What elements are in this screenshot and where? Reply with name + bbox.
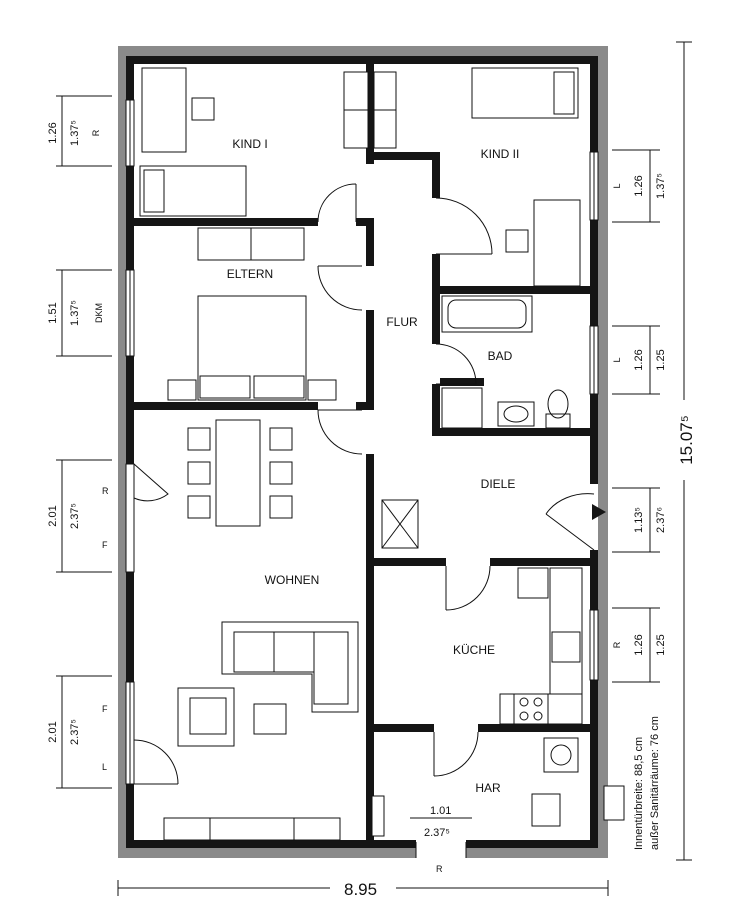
room-kind2-label: KIND II (481, 147, 520, 161)
bottom-dimensions: 1.01 2.37⁵ R 8.95 (117, 805, 609, 899)
left-dim-3-code-bottom: F (102, 540, 108, 550)
right-dim-4-code: R (612, 641, 622, 648)
right-dim-2-code: L (612, 357, 622, 362)
windows (125, 99, 599, 785)
room-kind1-label: KIND I (232, 137, 267, 151)
note-sanitary-width: außer Sanitärräume: 76 cm (649, 716, 661, 850)
right-dim-1-code: L (612, 183, 622, 188)
notes: Innentürbreite: 88,5 cm außer Sanitärräu… (633, 716, 661, 850)
left-dim-4-code-bottom: L (102, 762, 107, 772)
overall-width-label: 8.95 (344, 880, 377, 899)
right-dimensions: L 1.26 1.37⁵ L 1.26 1.25 1.13⁵ 2.37⁶ R 1… (612, 41, 696, 861)
left-dim-3-code-top: R (102, 486, 109, 496)
entry-dim-inner: 2.37⁵ (424, 827, 450, 839)
left-dim-3-inner: 2.37⁵ (69, 503, 81, 529)
right-dim-4-inner: 1.25 (655, 634, 667, 655)
left-dim-2-inner: 1.37⁵ (69, 300, 81, 326)
left-dim-4-outer: 2.01 (47, 721, 59, 742)
left-dim-2-code: DKM (94, 303, 104, 323)
room-eltern-label: ELTERN (227, 267, 273, 281)
left-dim-3-outer: 2.01 (47, 505, 59, 526)
left-dim-1-code: R (91, 129, 101, 136)
room-har-label: HAR (475, 781, 501, 795)
right-dim-2-outer: 1.26 (633, 349, 645, 370)
room-flur-label: FLUR (386, 315, 418, 329)
right-dim-3-inner: 2.37⁶ (655, 507, 667, 533)
left-dim-2-outer: 1.51 (47, 302, 59, 323)
bottom-code: R (436, 864, 443, 874)
left-dim-1-inner: 1.37⁵ (69, 120, 81, 146)
left-dim-4-code-top: F (102, 704, 108, 714)
furniture (139, 67, 625, 841)
entry-dim-outer: 1.01 (430, 805, 451, 817)
room-diele-label: DIELE (481, 477, 516, 491)
right-dim-1-outer: 1.26 (633, 175, 645, 196)
left-dim-4-inner: 2.37⁵ (69, 719, 81, 745)
left-dim-1-outer: 1.26 (47, 122, 59, 143)
interior-walls (134, 64, 590, 848)
right-dim-2-inner: 1.25 (655, 349, 667, 370)
room-labels: KIND I KIND II ELTERN FLUR BAD DIELE WOH… (227, 137, 520, 795)
left-dimensions: 1.26 1.37⁵ R 1.51 1.37⁵ DKM 2.01 2.37⁵ R… (47, 95, 112, 789)
room-kueche-label: KÜCHE (453, 643, 495, 657)
room-wohnen-label: WOHNEN (265, 573, 320, 587)
right-dim-3-outer: 1.13⁵ (633, 507, 645, 533)
outer-walls (118, 46, 608, 858)
overall-height-label: 15.07⁵ (677, 415, 696, 465)
note-door-width: Innentürbreite: 88,5 cm (633, 737, 645, 850)
right-dim-4-outer: 1.26 (633, 634, 645, 655)
right-dim-1-inner: 1.37⁵ (655, 173, 667, 199)
doors (133, 183, 595, 785)
room-bad-label: BAD (488, 349, 513, 363)
